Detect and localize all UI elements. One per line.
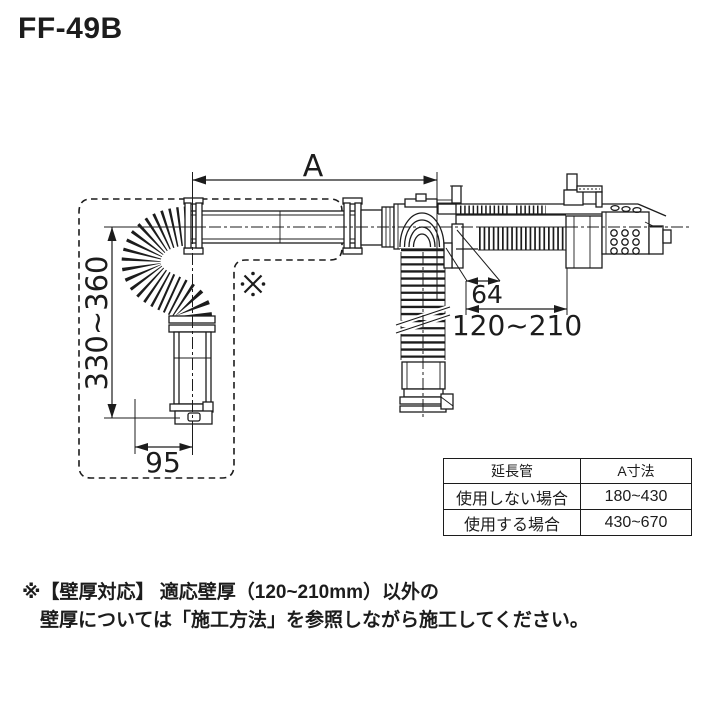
wall-flange [443, 223, 464, 269]
table-cell-case: 使用しない場合 [443, 483, 581, 510]
table-row: 使用する場合 430~670 [443, 509, 692, 536]
dim-height-label: 330~360 [80, 255, 114, 390]
wall-sleeve [456, 214, 568, 251]
dim-bottom-label: 95 [145, 446, 181, 479]
table-cell-value: 430~670 [580, 509, 692, 536]
extension-pipe-table: 延長管 A寸法 使用しない場合 180~430 使用する場合 430~670 [443, 458, 692, 536]
table-cell-case: 使用する場合 [443, 509, 581, 536]
centerlines [104, 226, 690, 432]
dim-a-label: A [303, 149, 324, 184]
pipe-clamp-left [183, 197, 204, 255]
dim-64-label: 64 [471, 280, 503, 309]
page-title: FF-49B [18, 12, 123, 45]
dim-a [192, 172, 438, 300]
table-row: 使用しない場合 180~430 [443, 483, 692, 510]
wall-box [565, 215, 603, 269]
mounting-bracket [563, 173, 603, 208]
flue-terminal [601, 204, 672, 255]
table-header-a-dim: A寸法 [580, 458, 692, 484]
note-line-1: ※【壁厚対応】 適応壁厚（120~210mm）以外の [22, 582, 440, 603]
dim-wall-label: 120~210 [452, 309, 582, 342]
dim-height-range [104, 226, 205, 419]
hose-adapter [399, 361, 454, 413]
table-cell-value: 180~430 [580, 483, 692, 510]
tee-body [360, 185, 463, 250]
reference-mark-icon [240, 271, 266, 297]
table-header-row: 延長管 A寸法 [443, 458, 692, 484]
dim-flange-offset [445, 229, 501, 315]
wall-thickness-note: ※【壁厚対応】 適応壁厚（120~210mm）以外の 壁厚については「施工方法」… [22, 579, 622, 635]
dim-wall-thickness [466, 268, 568, 315]
flex-elbow-pipe [120, 205, 214, 321]
note-line-2: 壁厚については「施工方法」を参照しながら施工してください。 [40, 610, 589, 631]
dim-bottom-width [134, 399, 193, 455]
table-header-extension: 延長管 [443, 458, 581, 484]
